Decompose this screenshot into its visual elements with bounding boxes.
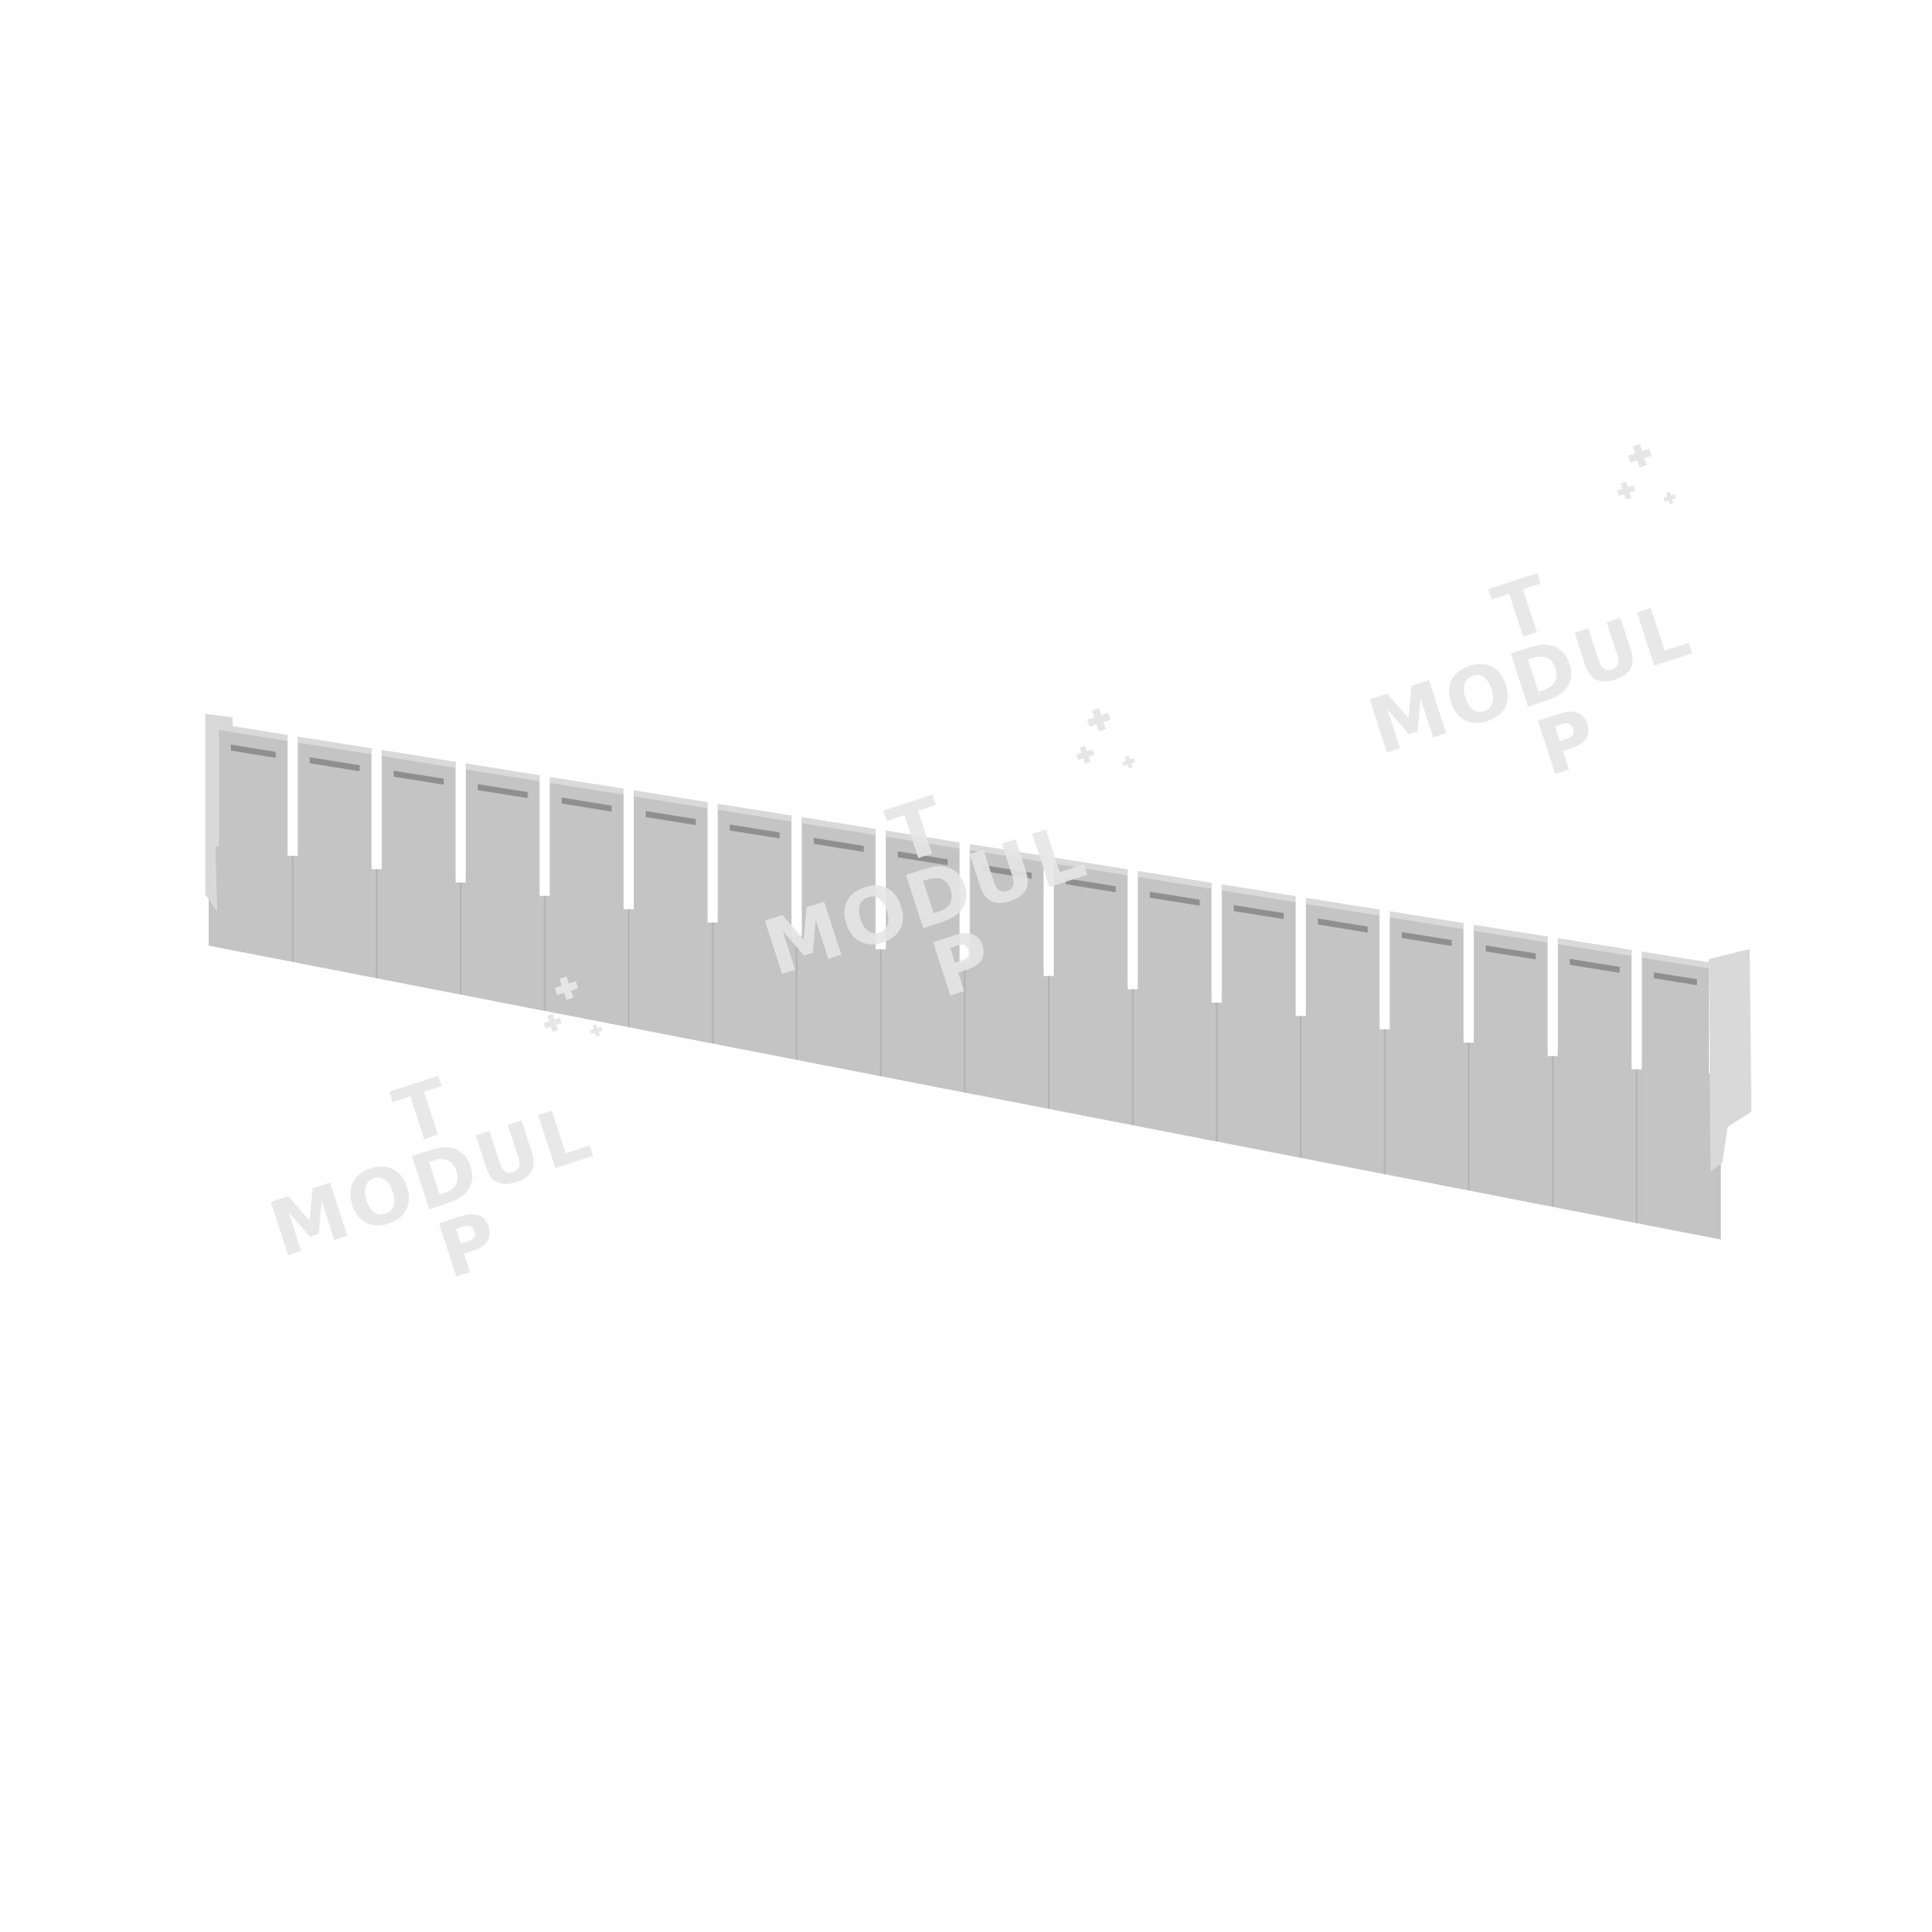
divider-tab [1054, 857, 1128, 1124]
tab-slot [814, 837, 864, 853]
divider-tab [1389, 911, 1464, 1190]
tab-gap [791, 819, 802, 936]
tab-gap [1379, 912, 1390, 1030]
divider-tab [802, 817, 876, 1076]
tab-slot [394, 770, 444, 785]
tab-slot [1233, 905, 1284, 919]
tab-slot [1653, 972, 1697, 986]
tab-top-edge [297, 736, 372, 755]
tab-gap [1211, 886, 1222, 1003]
tab-slot [1569, 958, 1620, 974]
tab-top-edge [802, 817, 876, 836]
tab-gap [371, 751, 382, 870]
tab-slot [477, 784, 528, 798]
tab-slot [1486, 945, 1536, 960]
tab-gap [287, 738, 298, 856]
tab-slot [561, 797, 612, 812]
tab-gap [707, 805, 718, 923]
tab-top-edge [382, 750, 456, 768]
tab-gap [539, 779, 550, 896]
tab-top-edge [549, 777, 624, 795]
tab-gap [1547, 940, 1558, 1056]
tab-gap [1127, 872, 1138, 990]
tab-top-edge [1054, 857, 1128, 876]
tab-top-edge [885, 831, 960, 849]
watermark-letter-p: P [428, 1194, 509, 1297]
tab-top-edge [1557, 938, 1632, 957]
tab-top-edge [219, 723, 288, 741]
sparkle-bar-v [1665, 492, 1674, 504]
sparkle-bar-v [1620, 481, 1632, 500]
watermark-sparkle-3 [543, 976, 603, 1037]
divider-tab [382, 750, 456, 994]
tab-gap [624, 791, 635, 910]
tab-top-edge [717, 803, 792, 822]
divider-tab [634, 790, 708, 1043]
divider-tab [1137, 871, 1212, 1141]
tab-gap [875, 832, 886, 950]
tab-top-edge [1305, 898, 1380, 916]
sparkle-bar-v [559, 976, 574, 1000]
divider-tab [717, 803, 792, 1060]
slotted-divider-panel [205, 714, 1751, 1239]
tab-slot [309, 756, 360, 772]
divider-tab [1474, 924, 1548, 1206]
divider-tab [1222, 884, 1296, 1158]
sparkle-bar-v [547, 1014, 559, 1032]
tab-gap [959, 846, 970, 963]
tab-top-edge [465, 763, 540, 782]
right-end-flange [1709, 949, 1751, 1171]
tab-top-edge [969, 843, 1044, 862]
tab-top-edge [1474, 924, 1548, 943]
divider-tab [549, 777, 624, 1026]
tab-top-edge [634, 790, 708, 808]
divider-tab [885, 831, 960, 1092]
tab-slot [646, 811, 696, 825]
divider-tab [1305, 898, 1380, 1174]
tab-gap [1044, 859, 1055, 976]
watermark-sparkle-2 [1076, 708, 1136, 768]
divider-tab [969, 843, 1044, 1108]
tab-top-edge [1222, 884, 1296, 903]
divider-tab [219, 723, 288, 962]
tab-slot [1401, 932, 1452, 946]
watermark-sparkle-1 [1617, 444, 1676, 504]
tab-slot [729, 824, 780, 839]
tab-gap [1463, 926, 1475, 1044]
tab-top-edge [1137, 871, 1212, 889]
sparkle-bar-v [1632, 444, 1647, 468]
divider-tab [1557, 938, 1632, 1222]
sparkle-bar-v [1124, 756, 1133, 768]
divider-tab [465, 763, 540, 1010]
tab-slot [231, 745, 276, 758]
tab-slot [1149, 891, 1200, 906]
divider-tab [297, 736, 372, 978]
tab-slot [897, 851, 948, 865]
tab-gap [1631, 953, 1642, 1070]
tab-slot [1066, 877, 1116, 893]
tab-slot [1317, 918, 1368, 933]
tab-gap [455, 765, 466, 883]
sparkle-bar-v [592, 1024, 601, 1037]
tab-gap [1295, 900, 1306, 1016]
divider-tab [1642, 952, 1709, 1238]
watermark-letter-p: P [1527, 692, 1607, 794]
tab-top-edge [1389, 911, 1464, 929]
sparkle-bar-v [1091, 708, 1107, 732]
sparkle-bar-v [1079, 745, 1091, 764]
tab-top-edge [1642, 952, 1709, 969]
tab-slot [981, 865, 1032, 879]
